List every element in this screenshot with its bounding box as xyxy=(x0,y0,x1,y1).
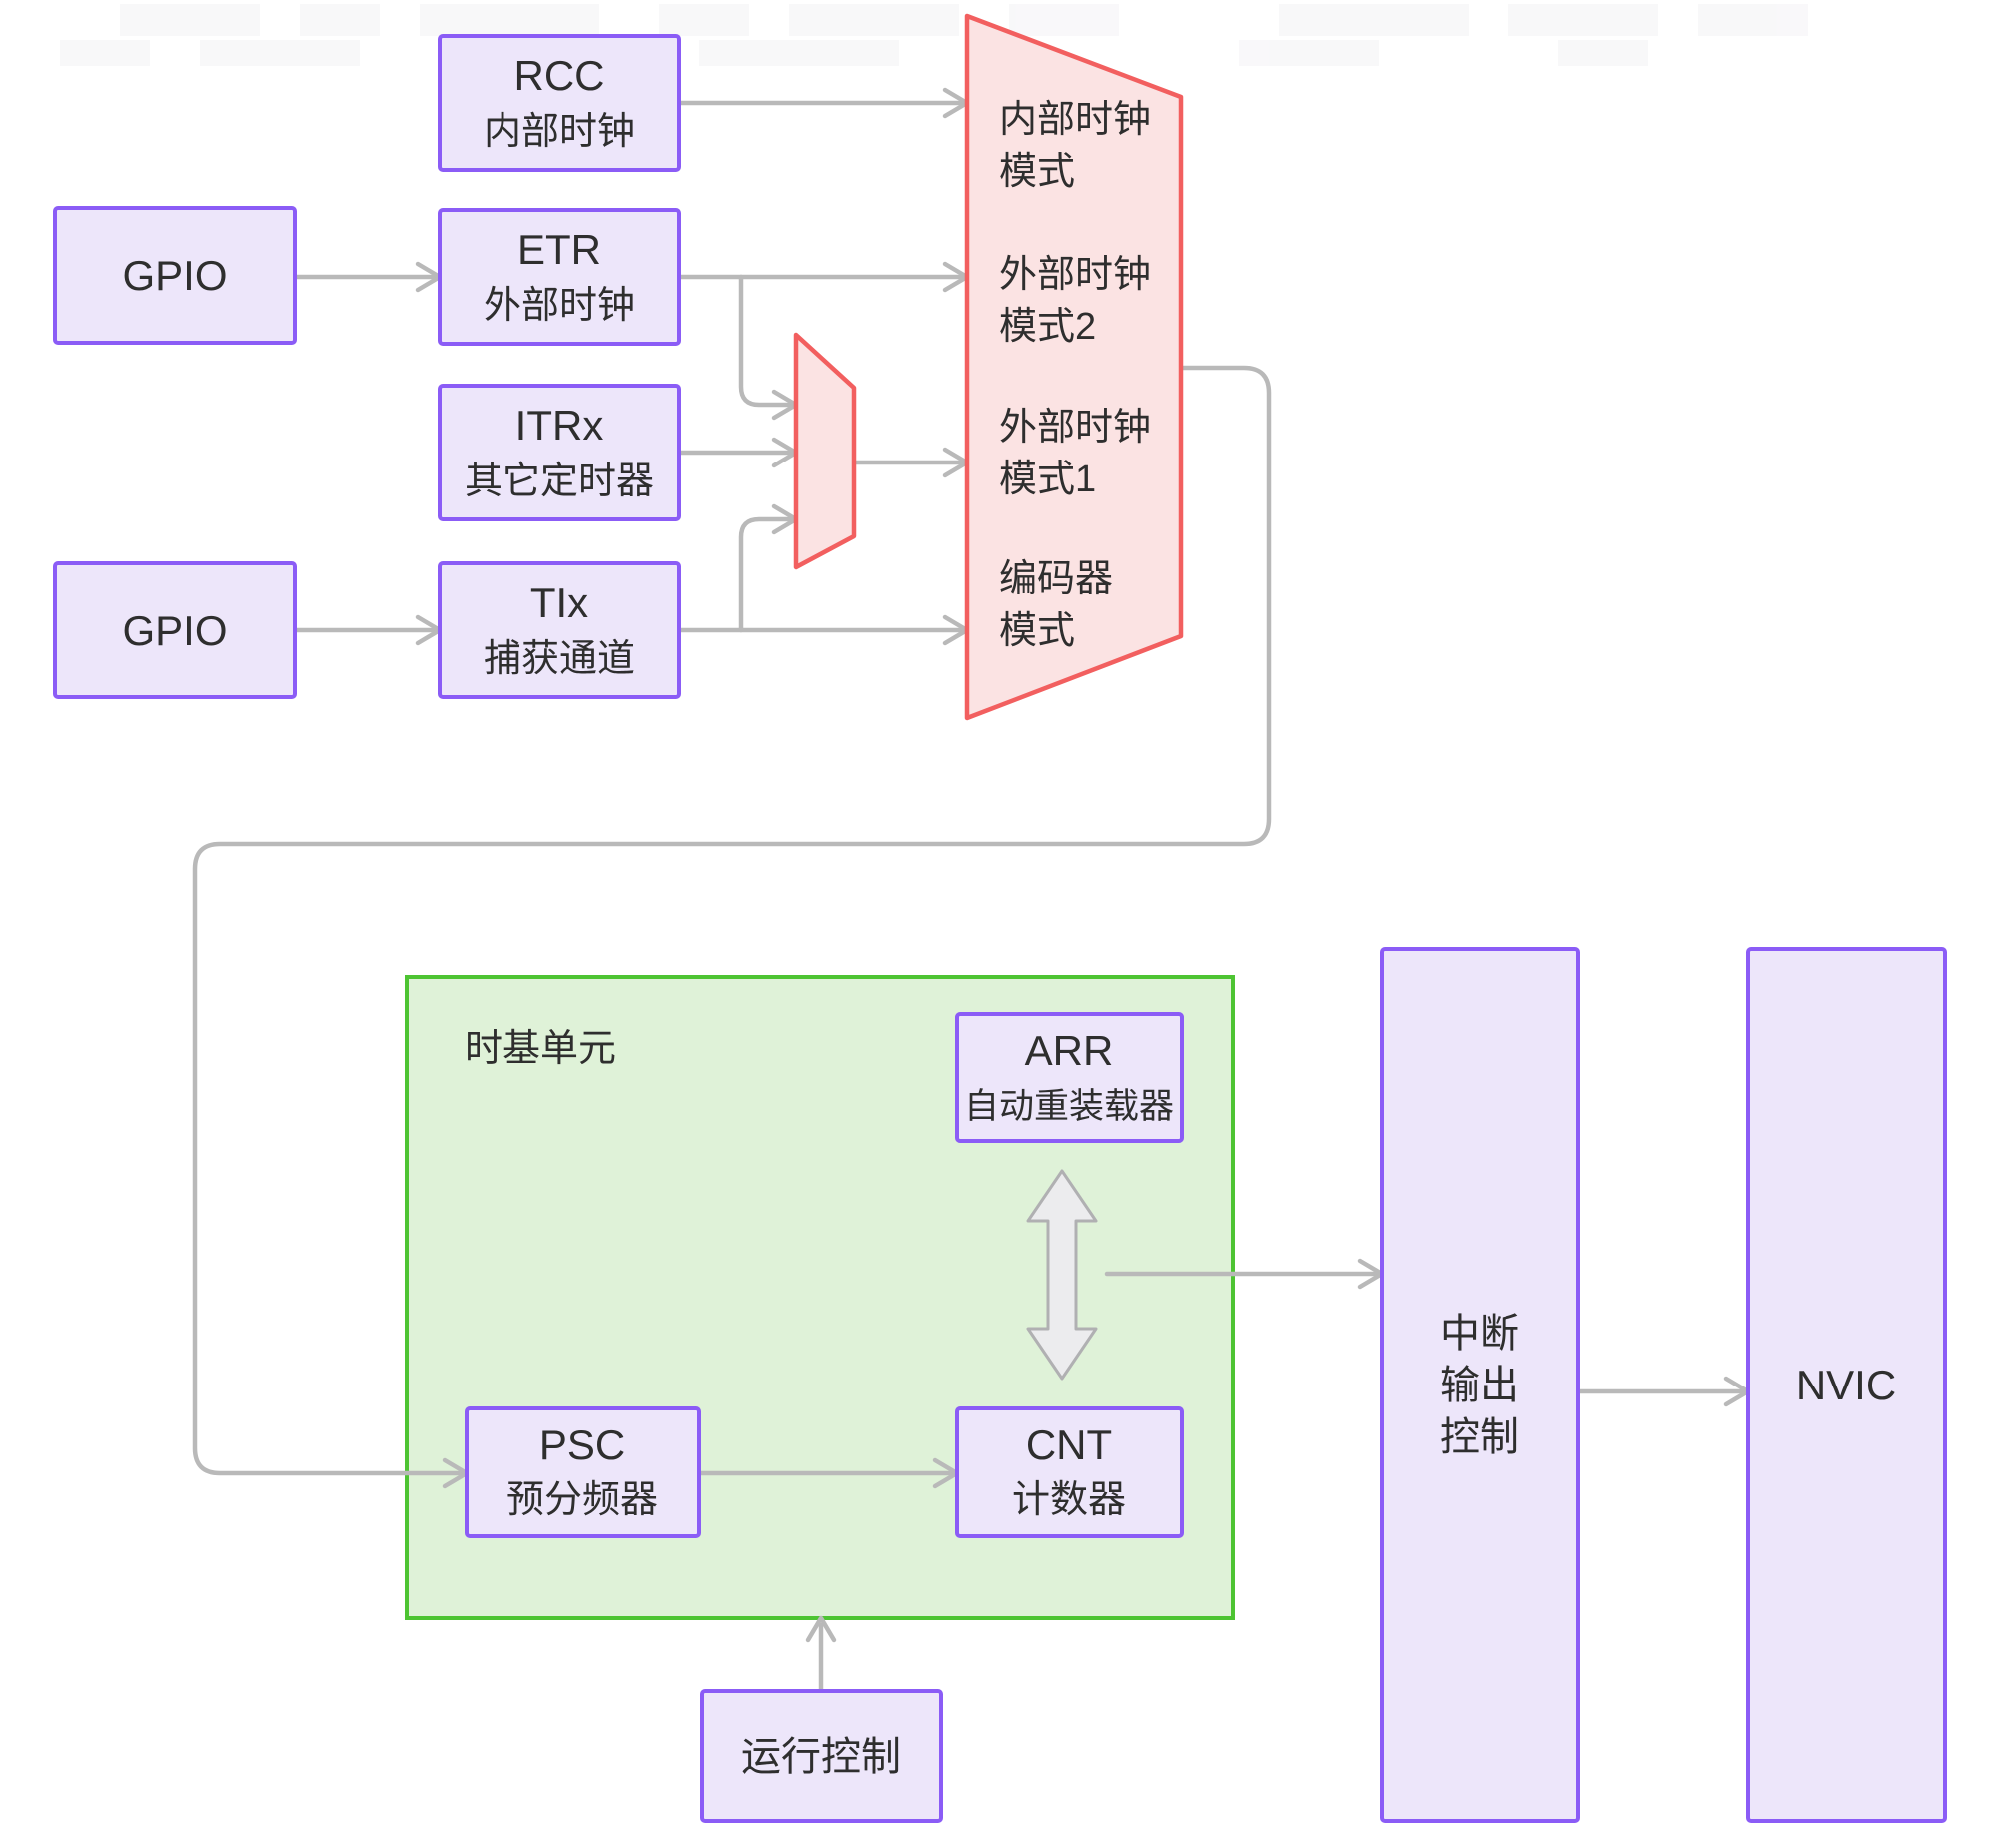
cnt-name: 计数器 xyxy=(1012,1479,1126,1521)
interrupt-output-line2: 输出 xyxy=(1440,1364,1519,1407)
arr-name: 自动重装载器 xyxy=(964,1087,1174,1126)
arrow-tix-branch-to-mux xyxy=(738,516,797,633)
cnt-abbr: CNT xyxy=(1026,1421,1112,1468)
psc-box xyxy=(465,1406,701,1538)
time-base-boxes: ARR 自动重装载器 PSC 预分频器 CNT 计数器 xyxy=(465,1012,1184,1538)
clock-mode-labels: 内部时钟 模式 外部时钟 模式2 外部时钟 模式1 编码器 模式 xyxy=(999,99,1151,652)
mode-encoder-line1: 编码器 xyxy=(999,558,1113,600)
etr-abbr: ETR xyxy=(517,226,601,273)
mode-internal-line2: 模式 xyxy=(999,151,1075,193)
arr-box xyxy=(955,1012,1184,1143)
rcc-abbr: RCC xyxy=(514,52,605,99)
gpio-top-label: GPIO xyxy=(122,252,227,299)
tix-box xyxy=(438,561,681,699)
mode-internal-line1: 内部时钟 xyxy=(999,99,1151,141)
run-control-label: 运行控制 xyxy=(741,1735,901,1779)
itrx-abbr: ITRx xyxy=(515,402,604,449)
mux-shape xyxy=(793,332,857,570)
etr-name: 外部时钟 xyxy=(484,285,635,327)
clock-mode-selector-shape xyxy=(964,13,1184,721)
mode-external1-line2: 模式1 xyxy=(999,459,1096,500)
arrow-selector-to-psc xyxy=(192,365,1272,1476)
mode-external2-line2: 模式2 xyxy=(999,306,1096,348)
tix-name: 捕获通道 xyxy=(484,638,635,680)
clock-sources: GPIO GPIO RCC 内部时钟 ETR 外部时钟 ITRx 其它定时器 T… xyxy=(53,34,681,699)
rcc-box xyxy=(438,34,681,172)
nvic-box xyxy=(1746,947,1947,1823)
cnt-box xyxy=(955,1406,1184,1538)
interrupt-output-line1: 中断 xyxy=(1440,1312,1519,1356)
itrx-name: 其它定时器 xyxy=(465,461,654,502)
psc-abbr: PSC xyxy=(539,1421,625,1468)
run-control-box xyxy=(700,1689,943,1823)
arr-abbr: ARR xyxy=(1025,1027,1114,1074)
arrow-etr-branch-to-mux xyxy=(738,274,797,408)
background-artifacts xyxy=(60,4,1808,66)
interrupt-output-label: 中断 输出 控制 xyxy=(1440,1312,1519,1459)
psc-name: 预分频器 xyxy=(506,1479,658,1521)
tix-abbr: TIx xyxy=(530,579,588,626)
time-base-unit-label: 时基单元 xyxy=(465,1028,616,1070)
nvic-label: NVIC xyxy=(1796,1362,1896,1408)
mode-external1-line1: 外部时钟 xyxy=(999,407,1151,449)
mode-encoder-line2: 模式 xyxy=(999,610,1075,652)
gpio-bottom-label: GPIO xyxy=(122,607,227,654)
interrupt-output-box xyxy=(1380,947,1580,1823)
gpio-top-box xyxy=(53,206,297,345)
gpio-bottom-box xyxy=(53,561,297,699)
etr-box xyxy=(438,208,681,346)
rcc-name: 内部时钟 xyxy=(484,111,635,153)
mode-external2-line1: 外部时钟 xyxy=(999,254,1151,296)
itrx-box xyxy=(438,384,681,521)
arr-cnt-double-arrow xyxy=(1026,1169,1098,1381)
arrowhead-run-control-to-timebase xyxy=(805,1615,837,1643)
interrupt-output-line3: 控制 xyxy=(1440,1415,1519,1459)
